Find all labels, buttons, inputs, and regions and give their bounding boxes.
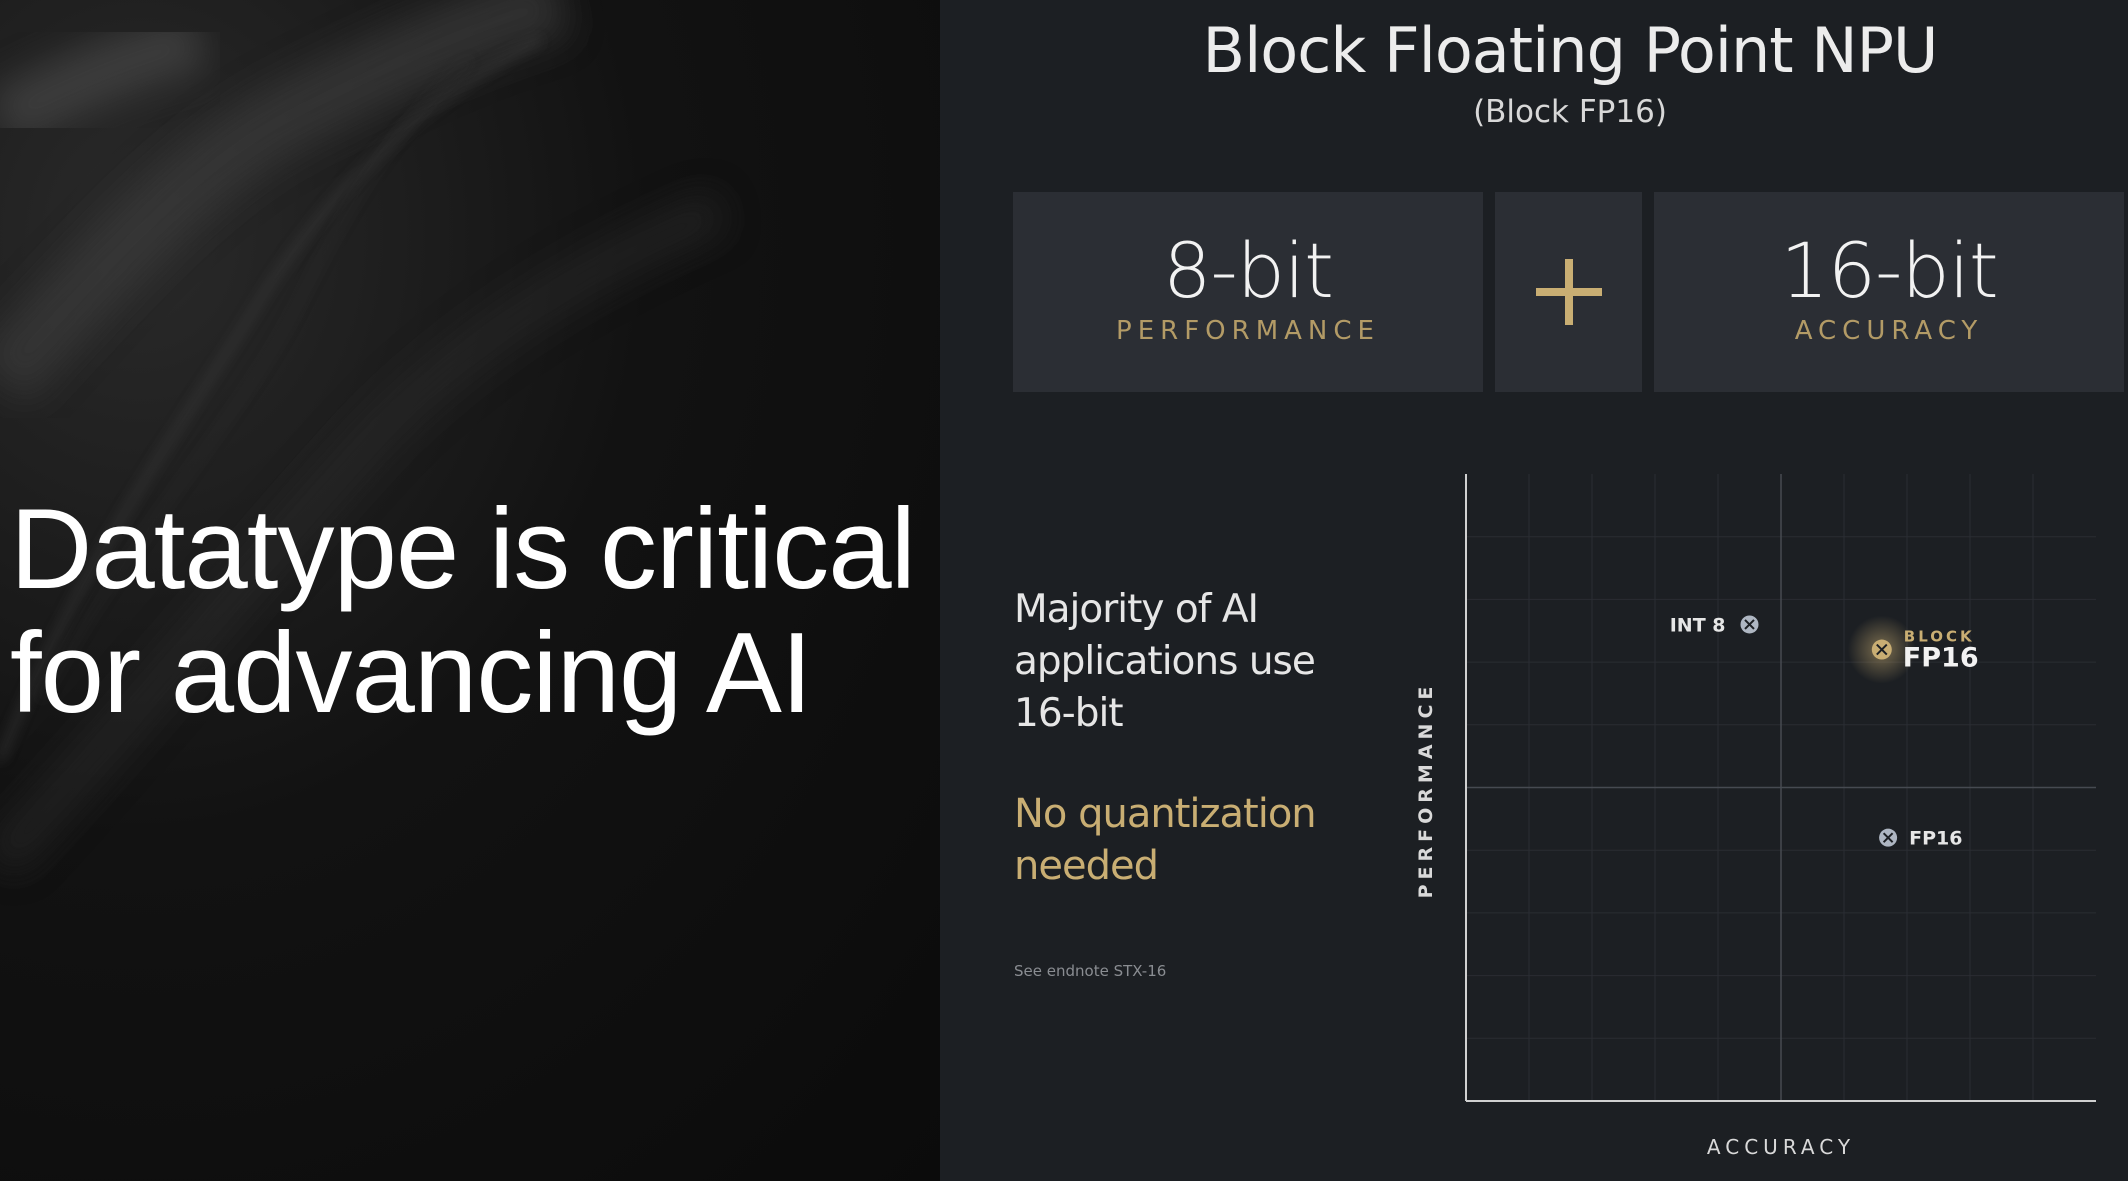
slide-title: Block Floating Point NPU (1202, 14, 1939, 87)
point-marker (1879, 828, 1898, 847)
performance-label: PERFORMANCE (1116, 316, 1380, 346)
chart-point: INT 8 (1670, 614, 1726, 636)
headline: Datatype is critical for advancing AI (10, 486, 916, 737)
endnote: See endnote STX-16 (1014, 962, 1167, 980)
accuracy-label: ACCURACY (1794, 316, 1984, 346)
point-label: FP16 (1909, 828, 1962, 850)
point-label: INT 8 (1670, 614, 1726, 636)
point-marker-cross (1876, 643, 1888, 656)
headline-line-2: for advancing AI (10, 610, 813, 737)
performance-bits: 8-bit (1163, 226, 1334, 315)
performance-box: 8-bit PERFORMANCE (1013, 192, 1483, 392)
point-label: FP16 (1903, 643, 1979, 674)
accuracy-bits: 16-bit (1780, 226, 1998, 315)
point-sublabel: BLOCK (1904, 628, 1975, 646)
point-marker (1871, 639, 1892, 660)
blurb-gold-text: No quantization needed (1014, 791, 1317, 889)
left-panel: Datatype is critical for advancing AI (0, 0, 940, 1181)
accuracy-box: 16-bit ACCURACY (1654, 192, 2124, 392)
plus-box (1495, 192, 1642, 392)
point-marker-cross (1744, 619, 1755, 630)
blurb-text: Majority of AI applications use 16-bit (1014, 587, 1316, 736)
point-marker (1740, 615, 1759, 634)
smoke-background (0, 0, 728, 874)
slide-subtitle: (Block FP16) (1473, 94, 1667, 130)
x-axis-label: ACCURACY (1706, 1135, 1856, 1159)
point-marker-cross (1882, 832, 1894, 843)
headline-line-1: Datatype is critical (10, 486, 916, 613)
chart-point: FP16 (1909, 828, 1962, 850)
plus-icon (1535, 259, 1602, 325)
